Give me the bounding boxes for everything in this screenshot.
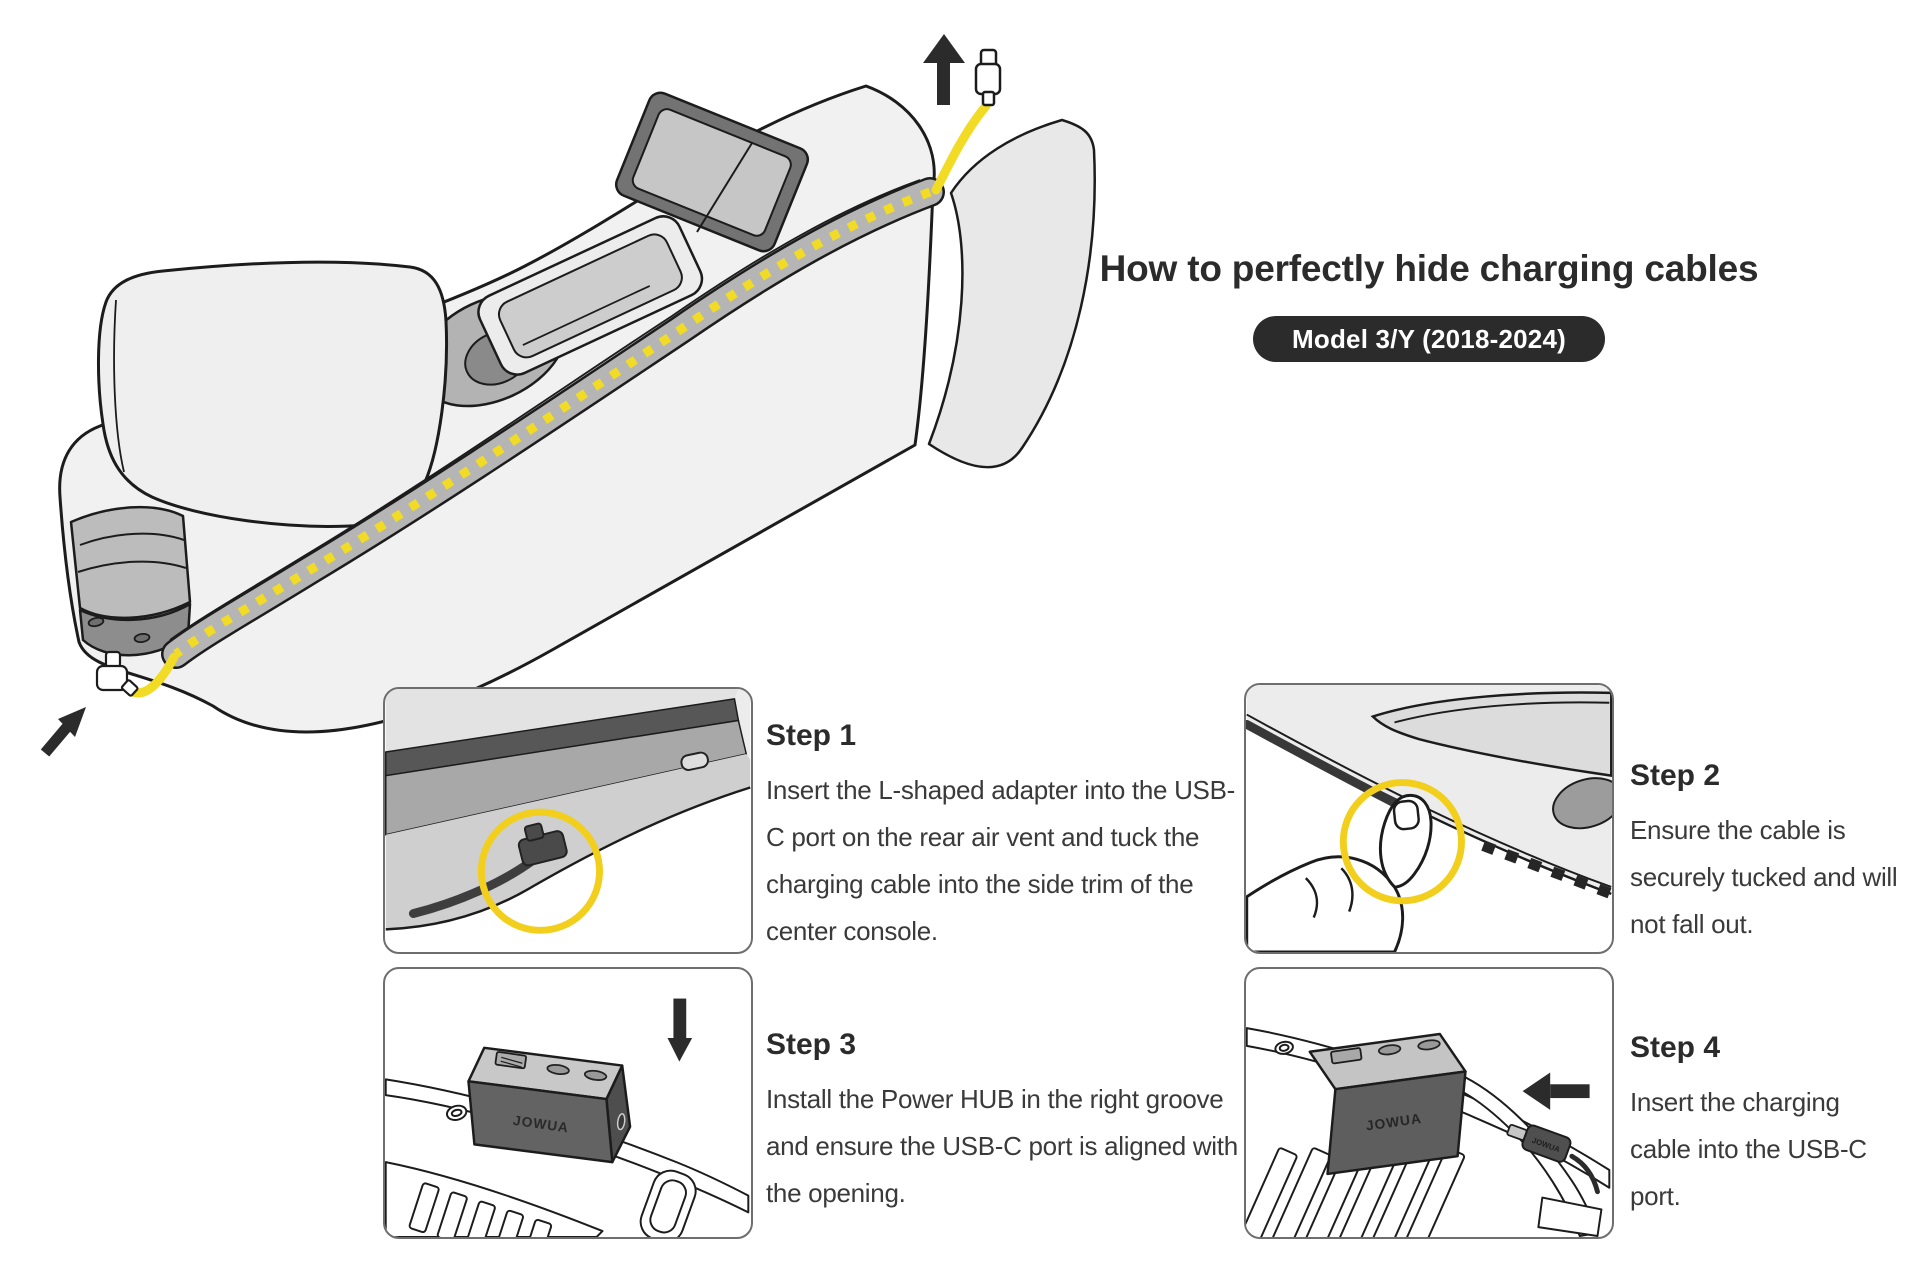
l-shaped-adapter-icon — [517, 822, 568, 867]
down-arrow-icon — [667, 998, 693, 1062]
left-arrow-icon — [1522, 1072, 1590, 1110]
up-arrow-icon — [923, 34, 965, 105]
rear-air-vent — [69, 505, 192, 657]
model-badge: Model 3/Y (2018-2024) — [1253, 316, 1605, 362]
step-4-text: Step 4 Insert the charging cable into th… — [1630, 1030, 1882, 1220]
step-4-illustration: JOWUA JOWUA — [1246, 1027, 1611, 1237]
power-hub: JOWUA — [467, 1046, 632, 1164]
step-1-text: Step 1 Insert the L-shaped adapter into … — [766, 718, 1246, 955]
console-illustration — [40, 34, 1096, 757]
step-2-illustration — [1246, 685, 1612, 952]
fingernail — [1392, 799, 1420, 831]
phone-dock — [614, 91, 810, 253]
cable-line — [408, 853, 540, 919]
cable-line — [1569, 1153, 1600, 1195]
step-1-illustration — [385, 689, 751, 934]
step-body: Ensure the cable is securely tucked and … — [1630, 815, 1898, 939]
right-groove — [639, 1169, 697, 1237]
armrest — [97, 260, 448, 528]
step-2-panel — [1244, 683, 1614, 954]
step-3-text: Step 3 Install the Power HUB in the righ… — [766, 1027, 1246, 1217]
ne-arrow-icon — [40, 707, 86, 757]
step-heading: Step 3 — [766, 1028, 857, 1061]
cable-dotted-run — [173, 187, 932, 658]
step-3-panel: JOWUA — [383, 967, 753, 1239]
door-trim-panel — [927, 118, 1096, 469]
usb-c-port — [87, 616, 105, 628]
step-heading: Step 4 — [1630, 1031, 1721, 1064]
console-slot — [680, 751, 709, 771]
page-title: How to perfectly hide charging cables — [1099, 248, 1759, 289]
usb-c-port — [133, 633, 151, 643]
highlight-circle — [477, 808, 603, 934]
usb-c-connector-icon — [974, 48, 1002, 107]
storage-tray — [477, 215, 704, 376]
usb-a-port — [1330, 1047, 1363, 1065]
usb-c-port — [616, 1113, 626, 1131]
cable-top-end — [931, 101, 991, 195]
l-shaped-adapter-icon — [95, 650, 139, 697]
step-body: Insert the L-shaped adapter into the USB… — [766, 775, 1235, 946]
step-heading: Step 2 — [1630, 759, 1721, 792]
usb-c-port — [546, 1063, 570, 1076]
usb-c-port — [1417, 1039, 1441, 1051]
step-heading: Step 1 — [766, 719, 857, 752]
cup-holder — [1552, 777, 1612, 830]
usb-c-port — [583, 1069, 608, 1081]
hand — [1246, 793, 1433, 952]
center-console — [58, 84, 936, 734]
step-3-illustration: JOWUA — [385, 998, 750, 1237]
charging-cable-plug: JOWUA — [1506, 1123, 1572, 1163]
step-body: Install the Power HUB in the right groov… — [766, 1084, 1238, 1208]
highlight-circle — [1339, 779, 1465, 905]
step-2-text: Step 2 Ensure the cable is securely tuck… — [1630, 758, 1912, 948]
usb-c-port — [1377, 1044, 1402, 1056]
power-hub: JOWUA — [1308, 1032, 1467, 1176]
step-4-panel: JOWUA JOWUA — [1244, 967, 1614, 1239]
step-body: Insert the charging cable into the USB-C… — [1630, 1087, 1867, 1211]
step-1-panel — [383, 687, 753, 954]
